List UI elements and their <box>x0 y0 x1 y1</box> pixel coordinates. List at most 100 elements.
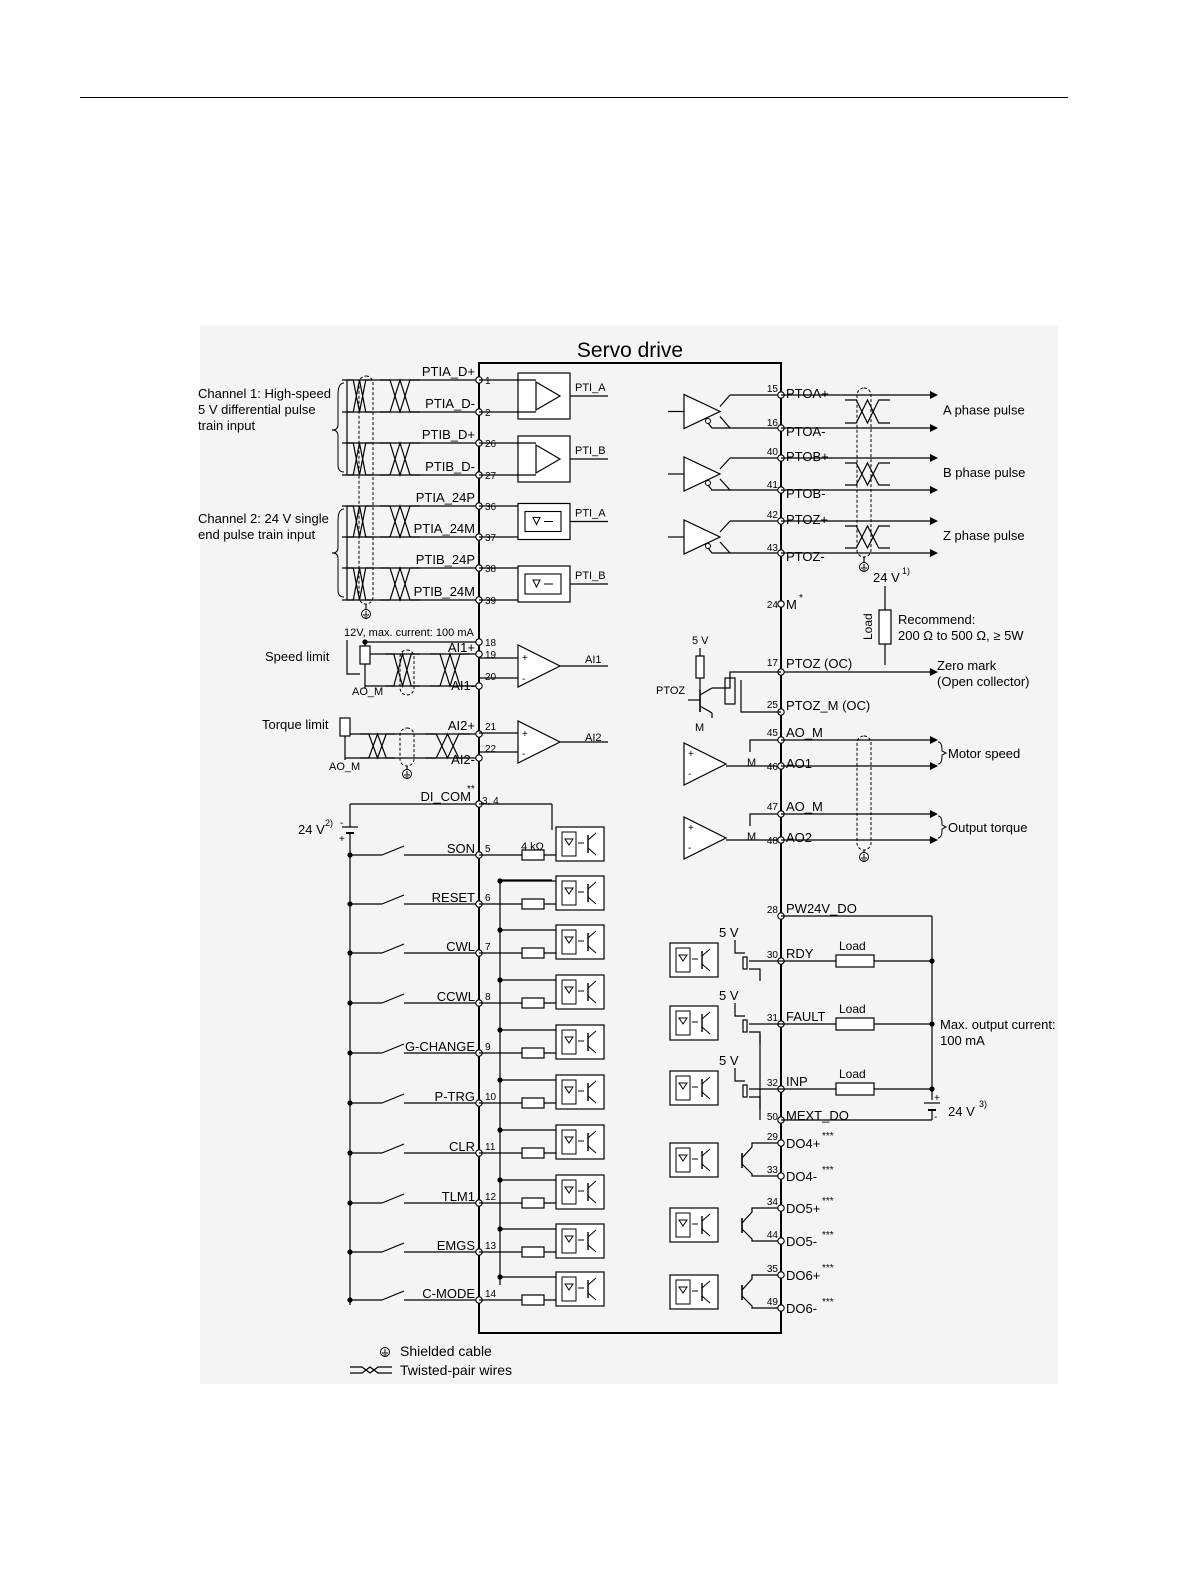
motor-speed-label: Motor speed <box>948 746 1020 761</box>
opto-led-box <box>675 1279 691 1305</box>
pin-label-m: M <box>786 597 797 612</box>
pin-terminal <box>777 1237 785 1245</box>
opto-emitter <box>587 1045 597 1054</box>
pin-label-tlm1: TLM1 <box>442 1189 475 1204</box>
battery-minus-sign: - <box>340 818 343 829</box>
wire <box>734 940 745 954</box>
twist-wire-a <box>380 567 420 603</box>
ao-m-label: AO_M <box>329 761 360 773</box>
pin-number: 18 <box>485 638 497 649</box>
resistor-icon <box>521 1294 545 1306</box>
supply-24v-left: 24 V <box>298 822 325 837</box>
pin-number: 48 <box>767 836 779 847</box>
twist-wire-b <box>430 651 470 687</box>
opto-emitter <box>701 1228 711 1237</box>
optocoupler-icon <box>555 875 605 911</box>
supply-note: 3) <box>979 1099 987 1109</box>
resistor-icon <box>521 1097 545 1109</box>
wire <box>741 1207 781 1224</box>
ptoz-label: PTOZ <box>656 685 685 697</box>
pin-label-ai2-minus: AI2- <box>451 752 475 767</box>
battery-plus-sign: + <box>934 1093 940 1104</box>
opto-led-box <box>675 947 691 973</box>
pin-number: 38 <box>485 564 497 575</box>
opto-frame <box>555 1271 605 1307</box>
resistor-icon <box>521 1246 545 1258</box>
pin-label-do4+: DO4+ <box>786 1136 820 1151</box>
inverter-bubble <box>705 480 711 486</box>
wire <box>741 1295 781 1309</box>
twisted-pair <box>425 732 470 760</box>
opto-led-icon <box>524 573 562 595</box>
optocoupler-icon <box>555 1174 605 1210</box>
opto-frame <box>555 1074 605 1110</box>
pin-label-ai1-plus: AI1+ <box>448 640 475 655</box>
internal-signal-label: AI1 <box>585 654 602 666</box>
switch-icon <box>381 894 405 905</box>
line-receiver-icon <box>535 443 562 475</box>
opto-led-box <box>561 1276 577 1302</box>
twisted-pair <box>845 524 890 550</box>
pin-label-reset: RESET <box>432 890 475 905</box>
opamp-plus-sign: + <box>688 823 694 834</box>
pin-label-c-mode: C-MODE <box>422 1286 475 1301</box>
twist-wire-a <box>425 733 470 760</box>
opto-led <box>564 1136 574 1144</box>
opto-led <box>678 1082 688 1090</box>
internal-signal-label: AI2 <box>585 732 602 744</box>
opto-frame <box>669 1142 719 1178</box>
ground-icon <box>361 609 371 619</box>
twist-wire-b <box>360 732 395 759</box>
pin-terminal <box>777 600 785 608</box>
pin-number: 15 <box>767 384 779 395</box>
load-label: Load <box>839 939 866 953</box>
opto-frame <box>555 924 605 960</box>
opto-led-box <box>561 1129 577 1155</box>
do-note: *** <box>822 1230 834 1241</box>
pin-label-ptib_d+: PTIB_D+ <box>422 427 475 442</box>
load-label: Load <box>839 1067 866 1081</box>
opto-collector <box>587 832 597 841</box>
pin-label-son: SON <box>447 841 475 856</box>
optocoupler-icon <box>555 924 605 960</box>
pin-label-g-change: G-CHANGE <box>405 1039 475 1054</box>
wire <box>699 687 713 696</box>
pin-terminal <box>777 1304 785 1312</box>
pin-number: 25 <box>767 700 779 711</box>
pin-label-di-com: DI_COM <box>420 789 471 804</box>
opto-collector <box>701 1280 711 1289</box>
twist-wire-b <box>380 377 420 413</box>
legend-twisted-label: Twisted-pair wires <box>400 1362 512 1378</box>
opto-led-icon <box>524 510 562 533</box>
optocoupler-icon <box>555 826 605 862</box>
twisted-pair <box>430 651 470 689</box>
line-driver-icon <box>683 456 722 492</box>
optocoupler-icon <box>669 942 719 978</box>
pin-terminal <box>475 650 483 658</box>
output-brace <box>937 741 948 765</box>
pin-label-ptoa-: PTOA- <box>786 424 826 439</box>
junction-dot <box>929 1086 935 1092</box>
opto-emitter <box>587 945 597 954</box>
opto-led-box <box>675 1010 691 1036</box>
pin-label-ptib_24m: PTIB_24M <box>414 584 475 599</box>
opto-frame <box>555 1223 605 1259</box>
opto-emitter <box>587 1095 597 1104</box>
diagram-title: Servo drive <box>577 339 683 362</box>
wire <box>707 484 781 491</box>
pin-label-pw24v-do: PW24V_DO <box>786 901 857 916</box>
pin-number: 31 <box>767 1013 779 1024</box>
pin-number: 10 <box>485 1092 497 1103</box>
wire <box>699 705 713 714</box>
twist-wire-b <box>845 524 890 549</box>
pin-label-ptib_d-: PTIB_D- <box>425 459 475 474</box>
pin-terminal <box>475 638 483 646</box>
opto-collector <box>587 1130 597 1139</box>
wire <box>346 640 360 675</box>
pin-terminal <box>475 730 483 738</box>
opto-led <box>564 1283 574 1291</box>
pin-label-p-trg: P-TRG <box>435 1089 475 1104</box>
pin-terminal <box>777 1271 785 1279</box>
resistor-icon <box>521 1147 545 1159</box>
opto-led <box>678 1219 688 1227</box>
